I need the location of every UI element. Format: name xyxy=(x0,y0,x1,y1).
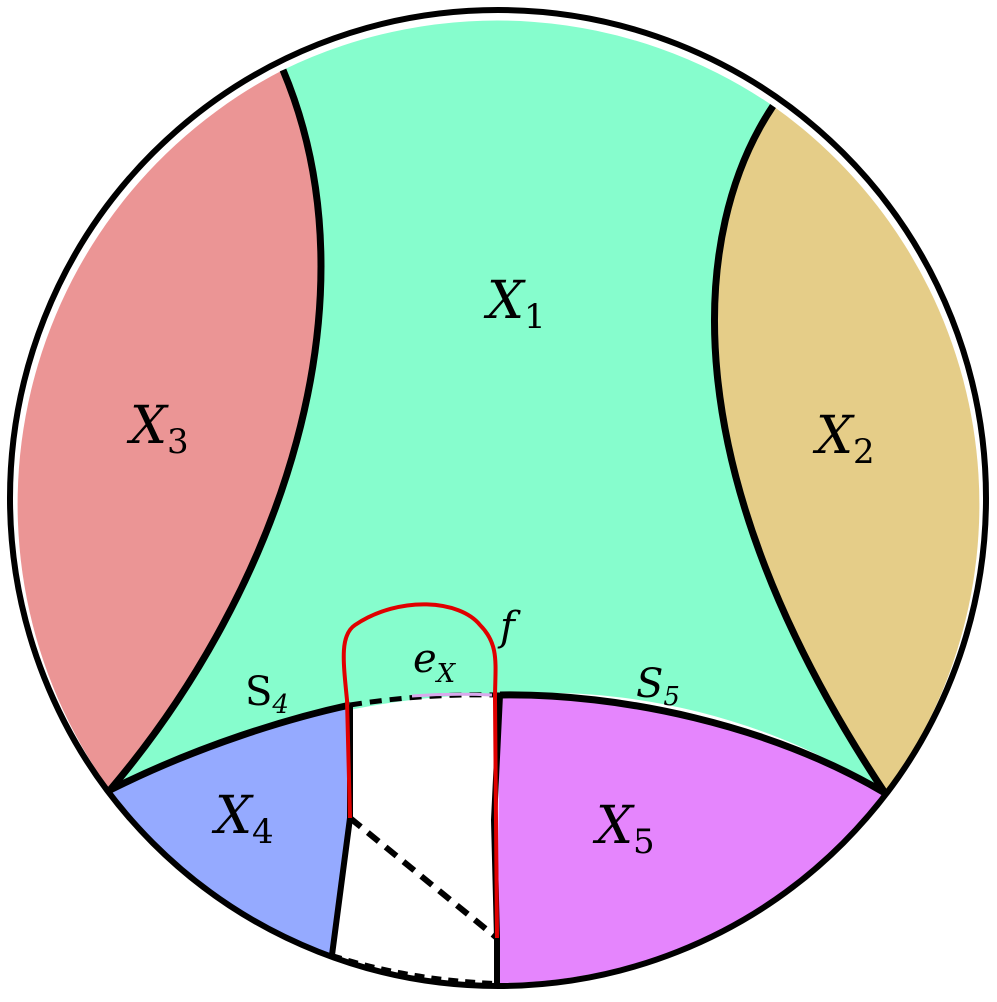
label-S4: S4 xyxy=(245,669,289,720)
label-X3: X3 xyxy=(126,396,189,462)
dashed-bottom-arc xyxy=(331,953,498,985)
label-X4: X4 xyxy=(211,786,274,852)
label-X2: X2 xyxy=(812,406,875,472)
label-eX: eX xyxy=(413,636,457,689)
curve-f xyxy=(341,602,499,939)
boundary-S5 xyxy=(499,691,887,797)
boundary-X1-X2 xyxy=(711,104,888,795)
region-X1 xyxy=(110,20,885,793)
region-X2 xyxy=(714,106,980,793)
label-X1: X1 xyxy=(483,271,546,337)
boundary-X1-X3 xyxy=(107,68,325,793)
outer-circle xyxy=(7,7,989,989)
boundary-S4 xyxy=(108,701,351,794)
region-X4 xyxy=(110,705,350,955)
label-X5: X5 xyxy=(592,796,655,862)
dashed-diagonal xyxy=(348,815,499,941)
label-S5: S5 xyxy=(636,661,680,712)
edge-eX-highlight xyxy=(411,692,493,698)
region-X3 xyxy=(17,70,321,790)
region-X5 xyxy=(497,694,885,984)
